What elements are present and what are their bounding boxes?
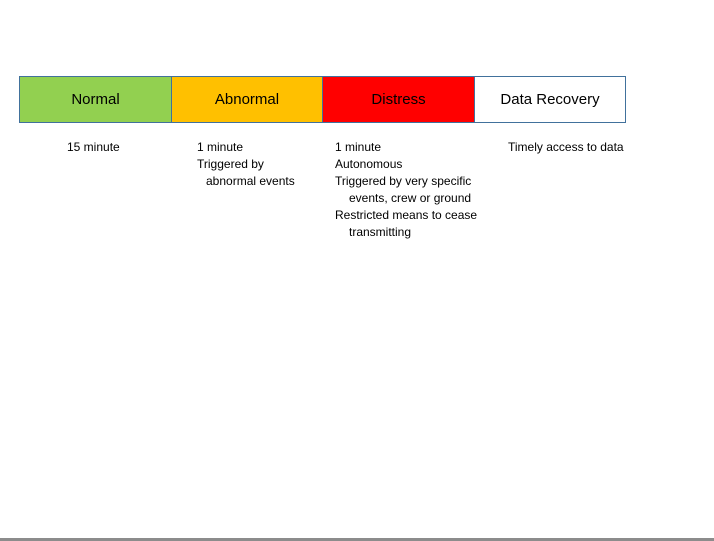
stage-distress-label: Distress bbox=[371, 91, 426, 108]
distress-note-trigger-cont: events, crew or ground bbox=[349, 191, 472, 205]
normal-notes: 15 minute bbox=[67, 139, 120, 156]
stage-bar: Normal Abnormal Distress Data Recovery bbox=[19, 76, 626, 123]
stage-abnormal-box: Abnormal bbox=[172, 76, 323, 123]
stage-abnormal-label: Abnormal bbox=[214, 91, 280, 108]
stage-normal-label: Normal bbox=[71, 91, 120, 108]
stage-data-recovery-box: Data Recovery bbox=[475, 76, 626, 123]
data-recovery-notes: Timely access to data bbox=[508, 139, 624, 156]
abnormal-note-trigger-cont: abnormal events bbox=[206, 174, 295, 188]
stage-distress-box: Distress bbox=[323, 76, 475, 123]
distress-note-cease: Restricted means to cease bbox=[335, 208, 478, 222]
distress-notes: 1 minute Autonomous Triggered by very sp… bbox=[335, 139, 477, 241]
distress-note-autonomous: Autonomous bbox=[335, 157, 403, 171]
abnormal-note-trigger: Triggered by bbox=[197, 157, 264, 171]
distress-note-interval: 1 minute bbox=[335, 140, 382, 154]
stage-data-recovery-label: Data Recovery bbox=[500, 91, 600, 108]
normal-note-interval: 15 minute bbox=[67, 140, 120, 154]
stage-normal-box: Normal bbox=[19, 76, 172, 123]
bottom-divider bbox=[0, 538, 714, 541]
distress-note-cease-cont: transmitting bbox=[349, 225, 412, 239]
distress-note-trigger: Triggered by very specific bbox=[335, 174, 472, 188]
abnormal-note-interval: 1 minute bbox=[197, 140, 244, 154]
data-recovery-note-access: Timely access to data bbox=[508, 140, 624, 154]
abnormal-notes: 1 minute Triggered by abnormal events bbox=[197, 139, 295, 190]
